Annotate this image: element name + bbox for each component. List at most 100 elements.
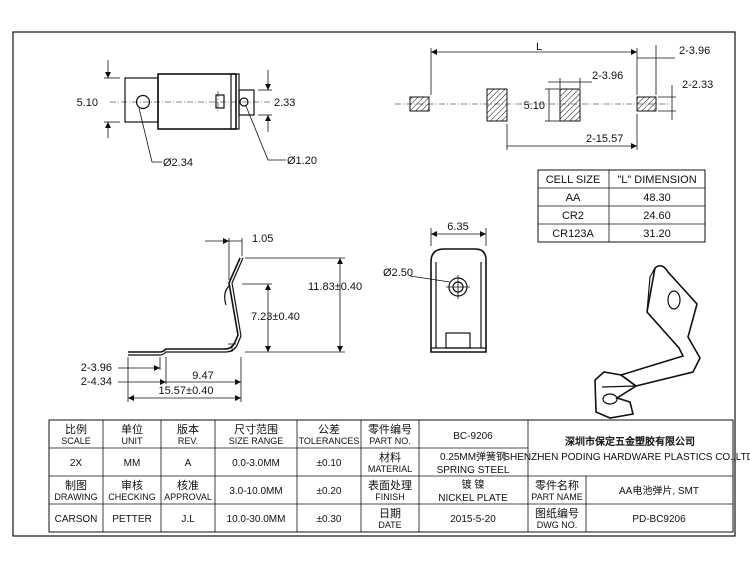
- label-approval-cn: 核准: [177, 478, 199, 492]
- label-part-name-cn: 零件名称: [535, 478, 579, 492]
- dim-tab-height: 2-2.33: [682, 79, 713, 91]
- dim-hole-height: 7.23±0.40: [251, 311, 300, 323]
- value-tolerance-3: ±0.30: [317, 514, 342, 525]
- iso-view-upper-hole: [667, 290, 681, 310]
- label-checking-en: CHECKING: [108, 492, 156, 502]
- dim-big-hole: Ø2.34: [163, 157, 193, 169]
- label-date-cn: 日期: [379, 507, 401, 520]
- label-part-name-en: PART NAME: [531, 492, 583, 502]
- dim-section-height: 5.10: [524, 100, 545, 112]
- dim-top-tab: 2.33: [274, 97, 295, 109]
- label-rev-cn: 版本: [177, 422, 199, 436]
- label-drawing-en: DRAWING: [54, 492, 97, 502]
- label-tolerances-cn: 公差: [318, 422, 340, 436]
- label-date-en: DATE: [378, 520, 401, 530]
- label-material-cn: 材料: [379, 450, 401, 464]
- side-view: 1.05 11.83±0.40 7.23±0.40 2-3.96 2-4.34 …: [81, 233, 362, 402]
- cell-table-cell: CR123A: [552, 228, 594, 240]
- front-view-outline: [430, 248, 487, 353]
- label-unit-cn: 单位: [121, 422, 143, 436]
- label-finish-cn: 表面处理: [368, 478, 412, 492]
- value-finish-en: NICKEL PLATE: [438, 493, 508, 504]
- value-size-range-2: 3.0-10.0MM: [229, 486, 282, 497]
- dim-front-hole: Ø2.50: [383, 267, 413, 279]
- title-block: 比例 SCALE 单位 UNIT 版本 REV. 尺寸范围 SIZE RANGE…: [48, 419, 750, 533]
- label-rev-en: REV.: [178, 436, 198, 446]
- section-view: L 2-3.96 2-3.96 2-2.33 5.10 2-15.57: [395, 41, 713, 150]
- front-view-notch: [445, 332, 471, 349]
- iso-view-body: [619, 264, 701, 387]
- dim-front-width: 6.35: [447, 221, 468, 233]
- value-size-range-3: 10.0-30.0MM: [227, 514, 286, 525]
- value-rev: A: [185, 458, 192, 469]
- value-part-name: AA电池弹片, SMT: [619, 484, 699, 497]
- label-approval-en: APPROVAL: [164, 492, 212, 502]
- sheet-border: [12, 31, 736, 537]
- label-dwg-no-en: DWG NO.: [537, 520, 578, 530]
- label-scale-en: SCALE: [61, 436, 91, 446]
- label-finish-en: FINISH: [375, 492, 405, 502]
- cell-table-cell: 24.60: [643, 210, 671, 222]
- value-unit: MM: [124, 458, 141, 469]
- cell-table-cell: AA: [566, 192, 581, 204]
- value-dwg-no: PD-BC9206: [632, 514, 686, 525]
- dim-pitch: 2-15.57: [586, 133, 623, 145]
- label-unit-en: UNIT: [122, 436, 143, 446]
- dim-total-height: 11.83±0.40: [308, 281, 362, 293]
- label-dwg-no-cn: 图纸编号: [535, 506, 579, 520]
- label-scale-cn: 比例: [65, 422, 87, 436]
- value-tolerance-2: ±0.20: [317, 486, 342, 497]
- value-material-cn: 0.25MM弹簧钢: [440, 450, 506, 463]
- cell-size-table: CELL SIZE "L" DIMENSION AA 48.30 CR2 24.…: [537, 169, 706, 243]
- top-view-rim: [230, 73, 240, 130]
- company-name-en: SHENZHEN PODING HARDWARE PLASTICS CO.,LT…: [503, 452, 750, 463]
- top-view-slot: [215, 94, 225, 109]
- cell-table-header-dim: "L" DIMENSION: [617, 174, 696, 186]
- value-date: 2015-5-20: [450, 514, 496, 525]
- dim-overall-length: L: [536, 41, 542, 53]
- cell-table-cell: 48.30: [643, 192, 671, 204]
- dim-side-width2: 2-4.34: [81, 376, 112, 388]
- dim-top-height: 5.10: [77, 97, 98, 109]
- cell-table-cell: CR2: [562, 210, 584, 222]
- top-view-left-tab: [124, 77, 159, 123]
- iso-view-tab-hole: [602, 393, 618, 405]
- top-view-body: [157, 73, 237, 130]
- iso-view: [594, 264, 701, 419]
- top-view: 5.10 2.33 Ø2.34 Ø1.20: [77, 60, 317, 169]
- value-checking: PETTER: [112, 514, 151, 525]
- side-view-profile: [128, 257, 241, 353]
- value-drawing: CARSON: [55, 514, 98, 525]
- section-left-wall: [486, 88, 508, 122]
- dim-side-width1: 2-3.96: [81, 362, 112, 374]
- value-finish-cn: 镀 镍: [462, 478, 485, 491]
- company-name-cn: 深圳市保定五金塑胶有限公司: [565, 435, 695, 448]
- dim-mid-width: 2-3.96: [592, 70, 623, 82]
- label-drawing-cn: 制图: [65, 479, 87, 492]
- value-approval: J.L: [181, 514, 195, 525]
- label-tolerances-en: TOLERANCES: [299, 436, 360, 446]
- dim-right-width: 2-3.96: [679, 45, 710, 57]
- value-part-no: BC-9206: [453, 431, 493, 442]
- value-scale: 2X: [70, 458, 83, 469]
- dim-small-hole: Ø1.20: [287, 155, 317, 167]
- label-checking-cn: 审核: [121, 478, 143, 492]
- label-size-range-cn: 尺寸范围: [234, 422, 278, 436]
- label-part-no-cn: 零件编号: [368, 422, 412, 436]
- front-view: 6.35 Ø2.50: [383, 221, 487, 353]
- value-size-range-1: 0.0-3.0MM: [232, 458, 280, 469]
- label-size-range-en: SIZE RANGE: [229, 436, 284, 446]
- top-view-right-tab: [238, 89, 255, 116]
- dim-side-length1: 9.47: [192, 370, 213, 382]
- value-tolerance-1: ±0.10: [317, 458, 342, 469]
- label-material-en: MATERIAL: [368, 464, 412, 474]
- iso-view-tab: [594, 371, 638, 419]
- dim-side-total: 15.57±0.40: [159, 385, 214, 397]
- dim-thickness: 1.05: [252, 233, 273, 245]
- cell-table-cell: 31.20: [643, 228, 671, 240]
- section-right-wall: [559, 88, 581, 122]
- label-part-no-en: PART NO.: [369, 436, 411, 446]
- value-material-en: SPRING STEEL: [437, 465, 510, 476]
